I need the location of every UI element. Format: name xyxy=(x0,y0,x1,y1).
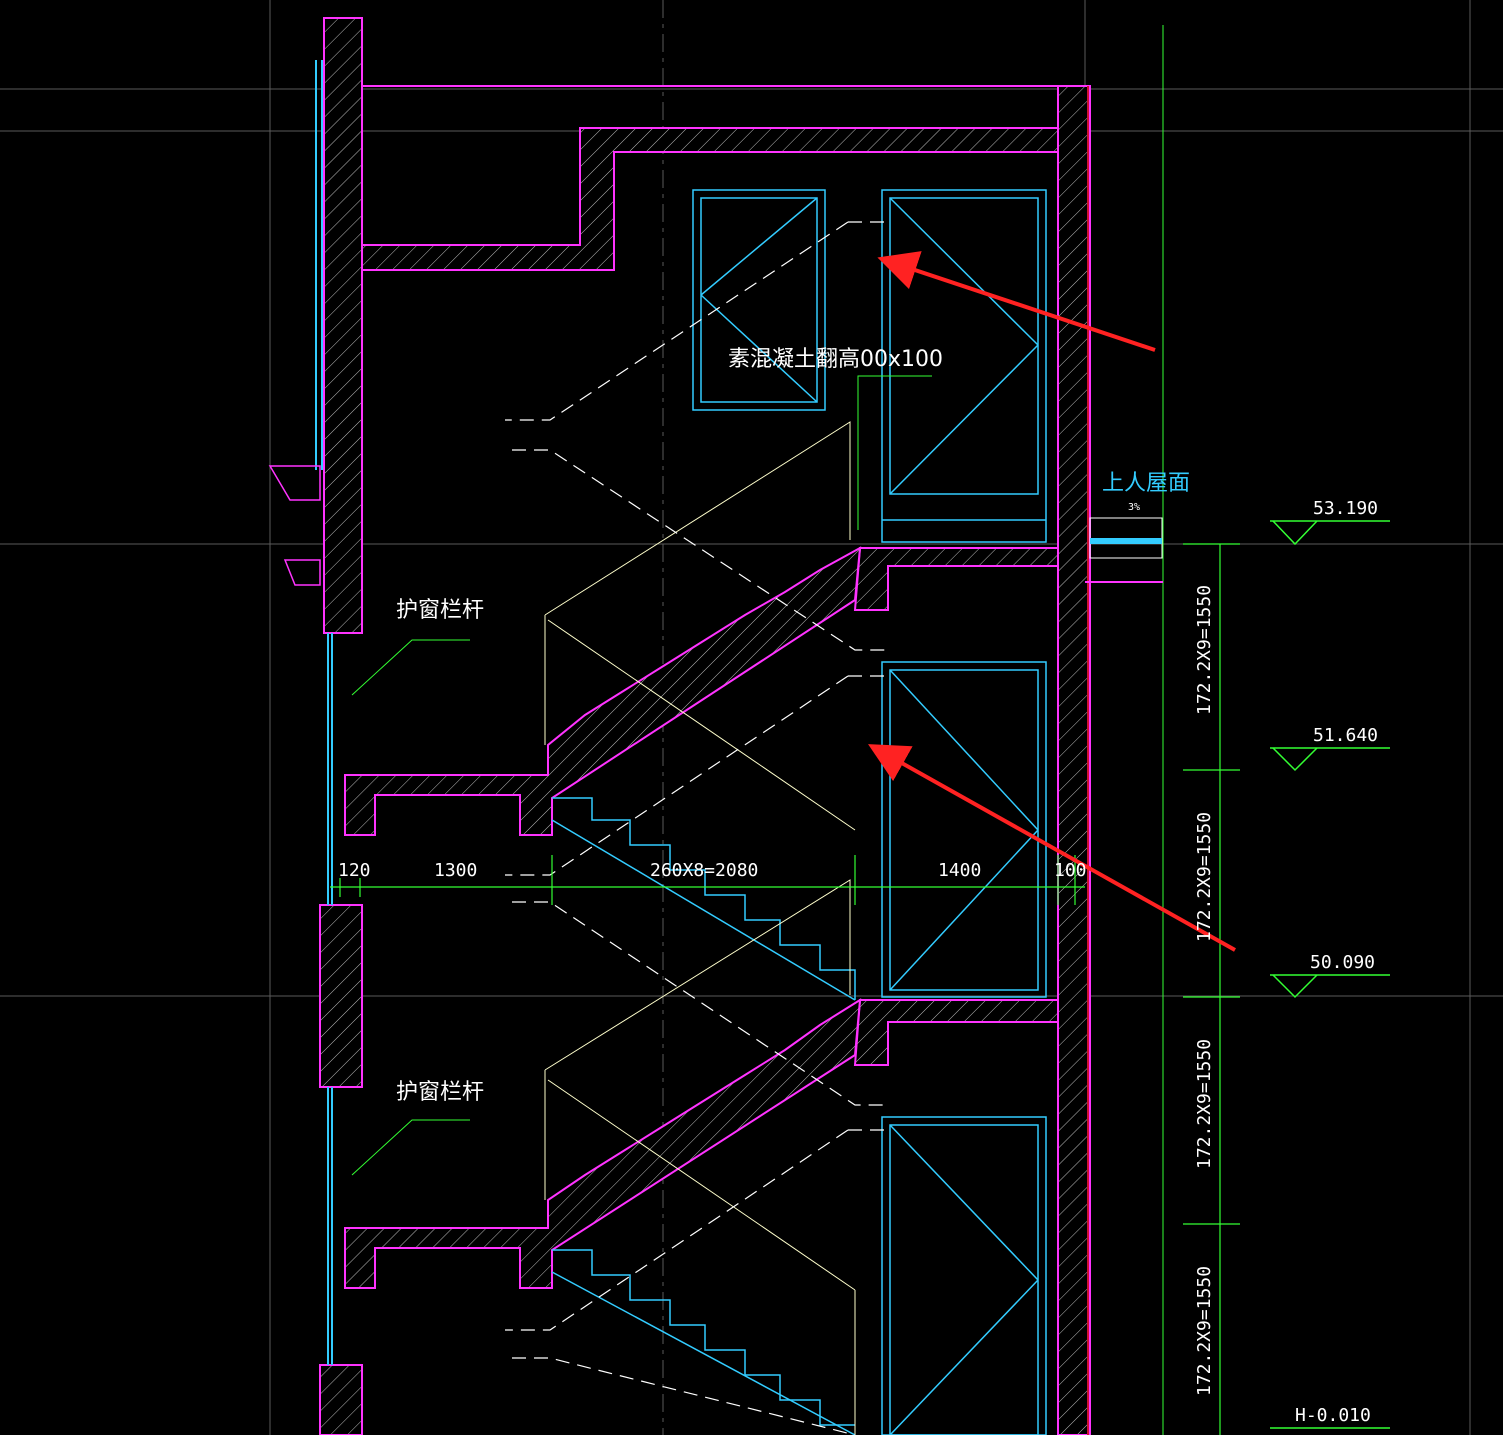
riser-dimension-column xyxy=(1183,543,1240,1435)
dimension-2080: 260X8=2080 xyxy=(650,860,758,881)
elevation-53190: 53.190 xyxy=(1313,498,1378,519)
elevation-51640: 51.640 xyxy=(1313,725,1378,746)
handrail-guides xyxy=(544,421,856,1435)
stair-flights xyxy=(344,546,1059,1289)
review-arrows xyxy=(868,251,1236,952)
dashed-guides xyxy=(505,221,890,1435)
window-guard-label-lower: 护窗栏杆 xyxy=(396,1080,484,1105)
roof-detail xyxy=(1085,517,1163,583)
elevation-50090: 50.090 xyxy=(1310,952,1375,973)
elevation-markers xyxy=(1270,520,1390,1429)
riser-dimension-3: 172.2X9=1550 xyxy=(1194,1039,1215,1169)
leader-lines xyxy=(351,375,932,1176)
dimension-120: 120 xyxy=(338,860,371,881)
window-guard-label-upper: 护窗栏杆 xyxy=(396,598,484,623)
dimension-line xyxy=(330,855,1085,905)
dimension-100: 100 xyxy=(1054,860,1087,881)
descending-stairs xyxy=(551,189,1047,1435)
left-facade-wall xyxy=(268,17,363,1435)
riser-dimension-1: 172.2X9=1550 xyxy=(1194,585,1215,715)
dimension-1300: 1300 xyxy=(434,860,477,881)
dimension-1400: 1400 xyxy=(938,860,981,881)
concrete-curb-label: 素混凝土翻高00x100 xyxy=(728,347,943,372)
roof-access-label: 上人屋面 xyxy=(1102,471,1190,496)
roof-structure xyxy=(361,85,1091,1435)
roof-slope-label: 3% xyxy=(1128,502,1140,513)
riser-dimension-4: 172.2X9=1550 xyxy=(1194,1266,1215,1396)
elevation-h-0010: H-0.010 xyxy=(1295,1405,1371,1426)
riser-dimension-2: 172.2X9=1550 xyxy=(1194,812,1215,942)
